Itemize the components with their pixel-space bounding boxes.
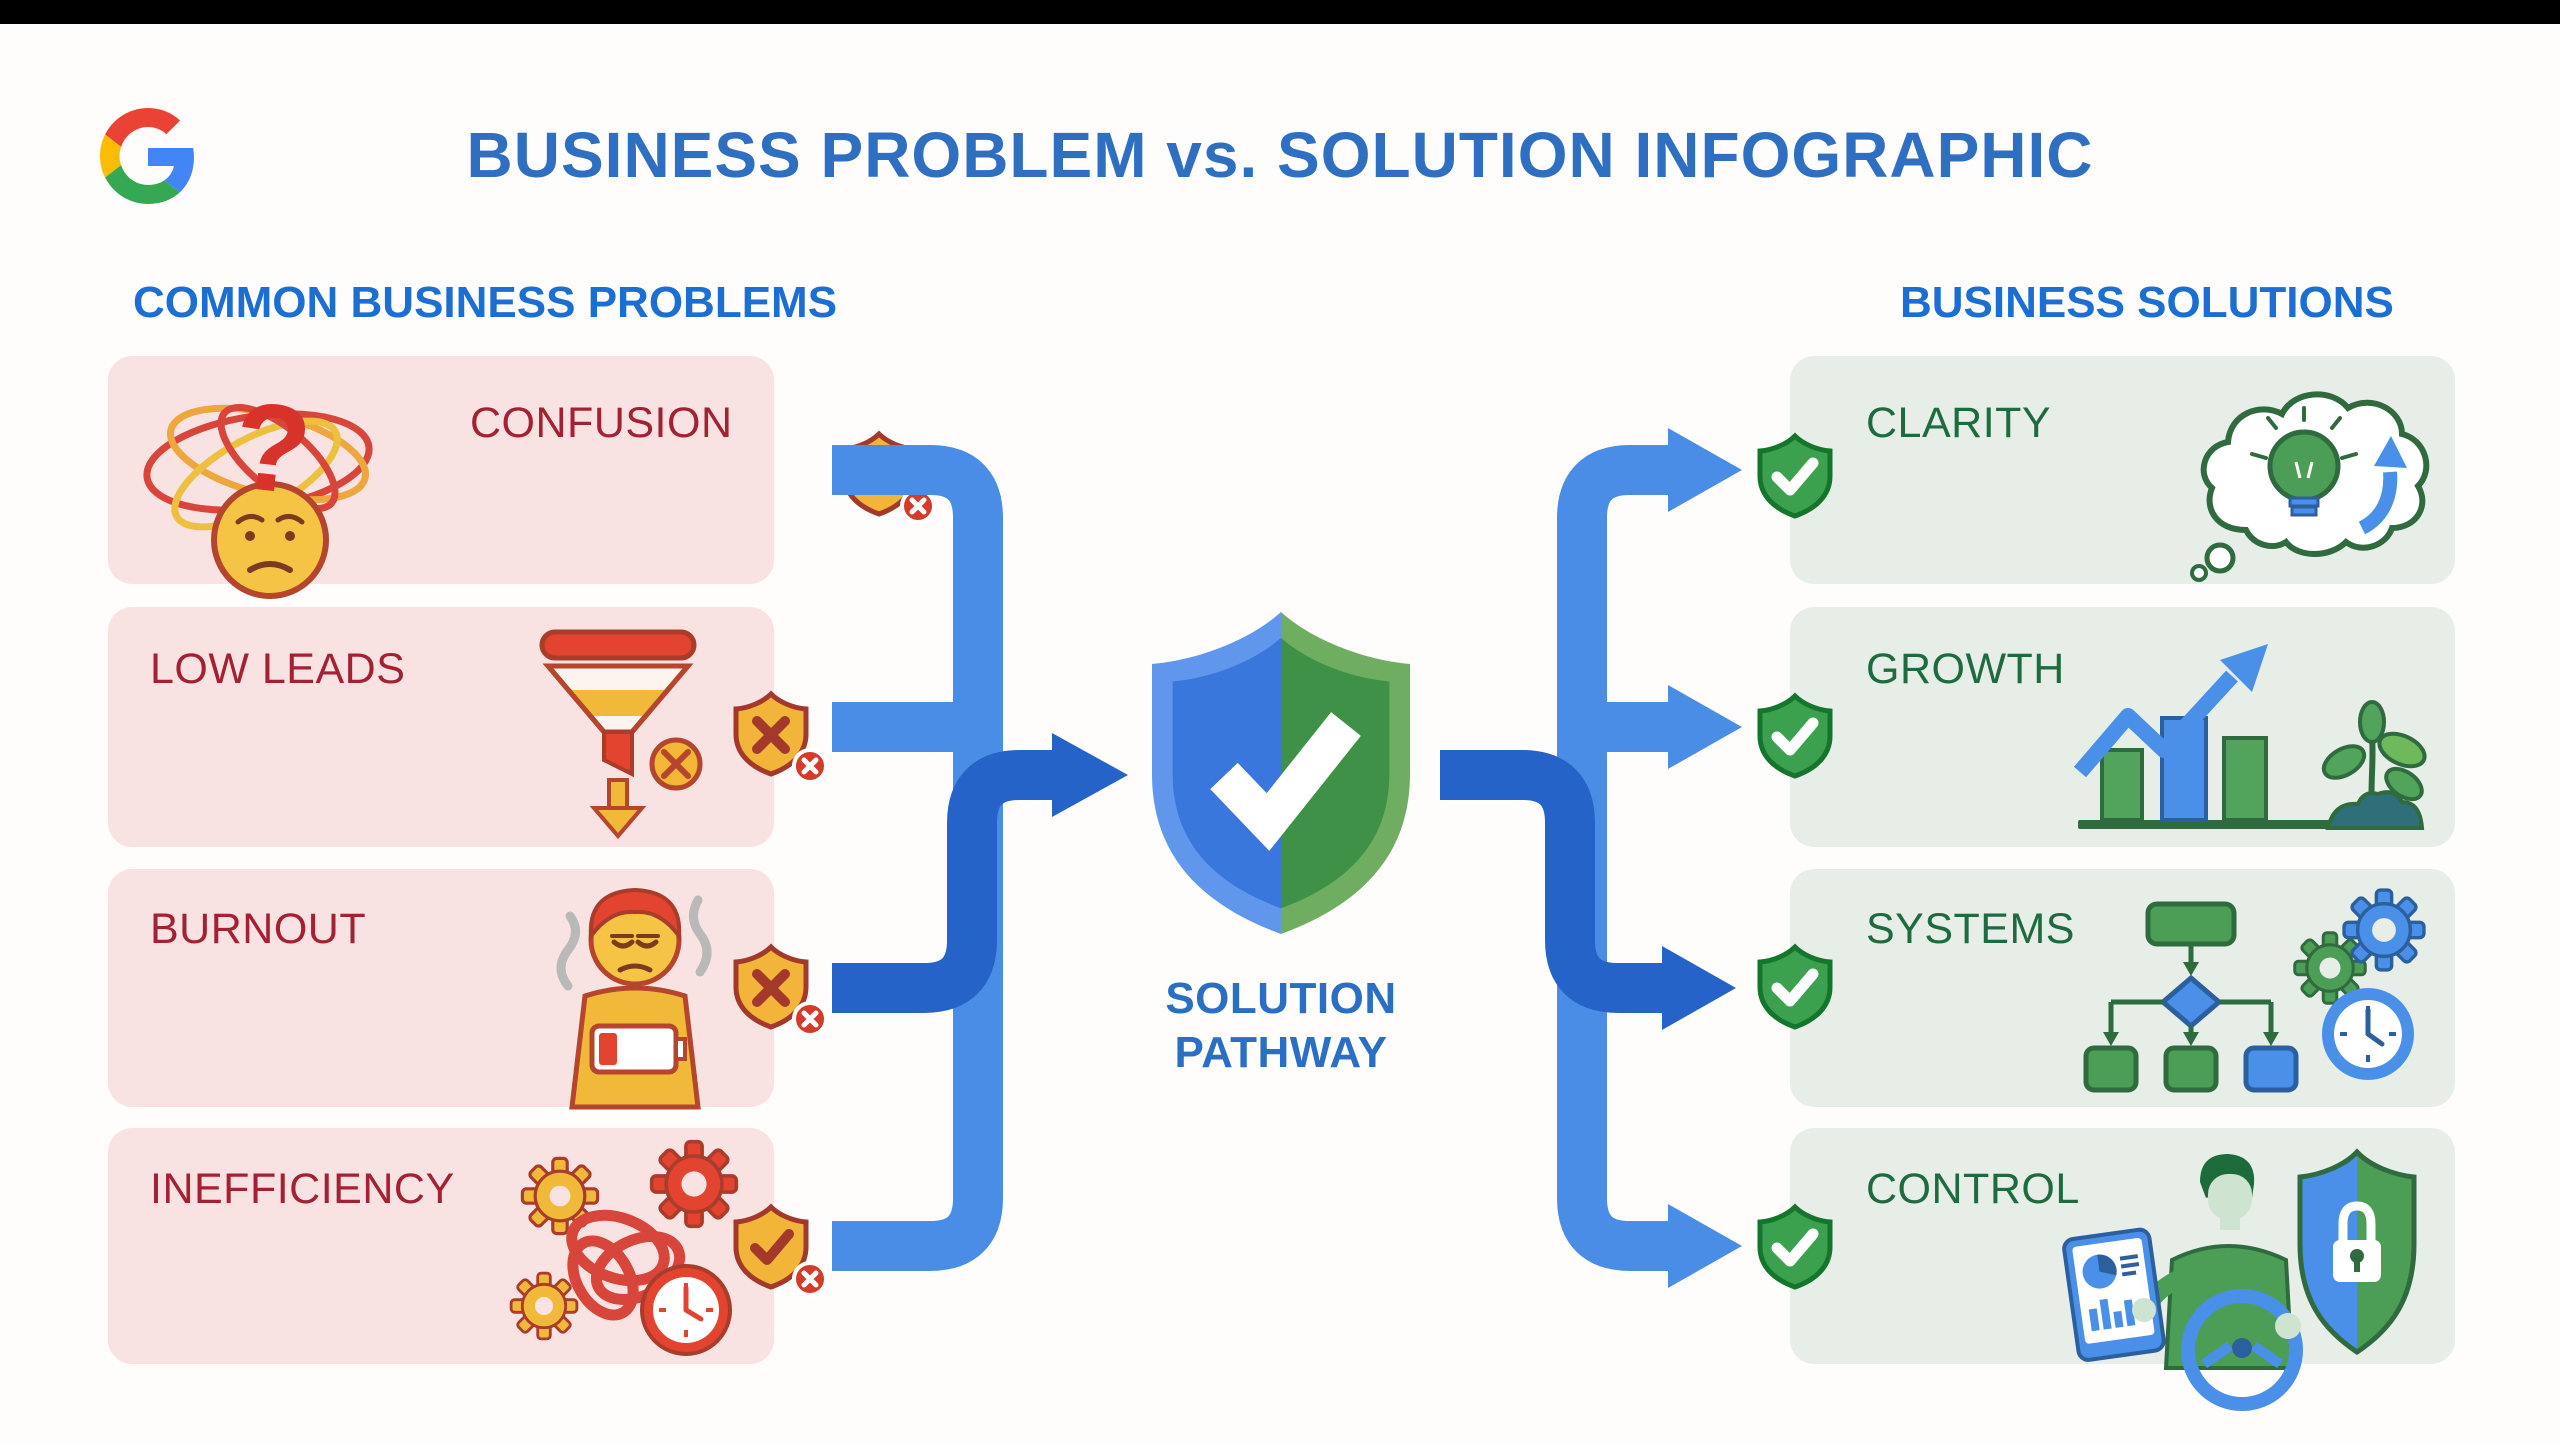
- branch-arrow-light: [1557, 445, 1676, 1271]
- person-dashboard-lock-shield-icon: [2062, 1148, 2417, 1411]
- yellow-shield-x-badge-icon: [836, 430, 940, 528]
- problem-label: LOW LEADS: [150, 645, 406, 693]
- google-logo-icon: [100, 108, 194, 204]
- solution-card-clarity: CLARITY: [1790, 356, 2455, 584]
- solutions-heading: BUSINESS SOLUTIONS: [1900, 278, 2394, 327]
- top-black-bar: [0, 0, 2560, 24]
- empty-funnel-icon: [539, 629, 703, 840]
- page-title: BUSINESS PROBLEM vs. SOLUTION INFOGRAPHI…: [466, 119, 2094, 191]
- problem-label: INEFFICIENCY: [150, 1165, 455, 1213]
- problem-card-low-leads: LOW LEADS: [108, 607, 774, 847]
- yellow-shield-x-badge-icon: [728, 943, 832, 1041]
- green-shield-check-badge-icon: [1752, 943, 1838, 1031]
- solution-label: SYSTEMS: [1866, 905, 2075, 953]
- green-shield-check-badge-icon: [1752, 432, 1838, 520]
- solution-label: CONTROL: [1866, 1165, 2080, 1213]
- solution-pathway-label: SOLUTION PATHWAY: [1081, 972, 1481, 1079]
- problem-label: BURNOUT: [150, 905, 367, 953]
- merge-arrow-dark: [832, 750, 1058, 1013]
- green-shield-check-badge-icon: [1752, 692, 1838, 780]
- blue-green-shield-check-icon: [1152, 612, 1410, 934]
- branch-arrow-dark: [1440, 750, 1668, 1013]
- problem-label: CONFUSION: [470, 399, 733, 447]
- svg-text:?: ?: [227, 376, 317, 521]
- arrowhead-to-shield: [1052, 733, 1128, 817]
- confused-head-scribbles-icon: ?: [143, 376, 373, 599]
- solution-card-systems: SYSTEMS: [1790, 869, 2455, 1107]
- tangled-gears-clock-icon: [509, 1139, 739, 1356]
- problem-card-inefficiency: INEFFICIENCY: [108, 1128, 774, 1364]
- solution-card-control: CONTROL: [1790, 1128, 2455, 1411]
- green-shield-check-badge-icon: [1752, 1203, 1838, 1291]
- solution-card-growth: GROWTH: [1790, 607, 2455, 847]
- idea-cloud-lightbulb-icon: [2190, 391, 2430, 582]
- yellow-shield-x-badge-icon: [728, 690, 832, 788]
- problems-heading: COMMON BUSINESS PROBLEMS: [133, 278, 838, 327]
- solution-label: CLARITY: [1866, 399, 2052, 447]
- rising-chart-plant-icon: [2073, 644, 2427, 830]
- solution-label: GROWTH: [1866, 645, 2065, 693]
- flowchart-gears-clock-icon: [2083, 888, 2426, 1093]
- yellow-shield-check-x-badge-icon: [728, 1203, 832, 1301]
- exhausted-person-low-battery-icon: [556, 887, 712, 1110]
- problem-card-burnout: BURNOUT: [108, 869, 774, 1110]
- solution-pathway-line2: PATHWAY: [1174, 1027, 1388, 1077]
- solution-pathway-line1: SOLUTION: [1165, 974, 1397, 1023]
- problem-card-confusion: CONFUSION ?: [108, 356, 774, 599]
- merge-arrow-light: [832, 445, 1003, 1271]
